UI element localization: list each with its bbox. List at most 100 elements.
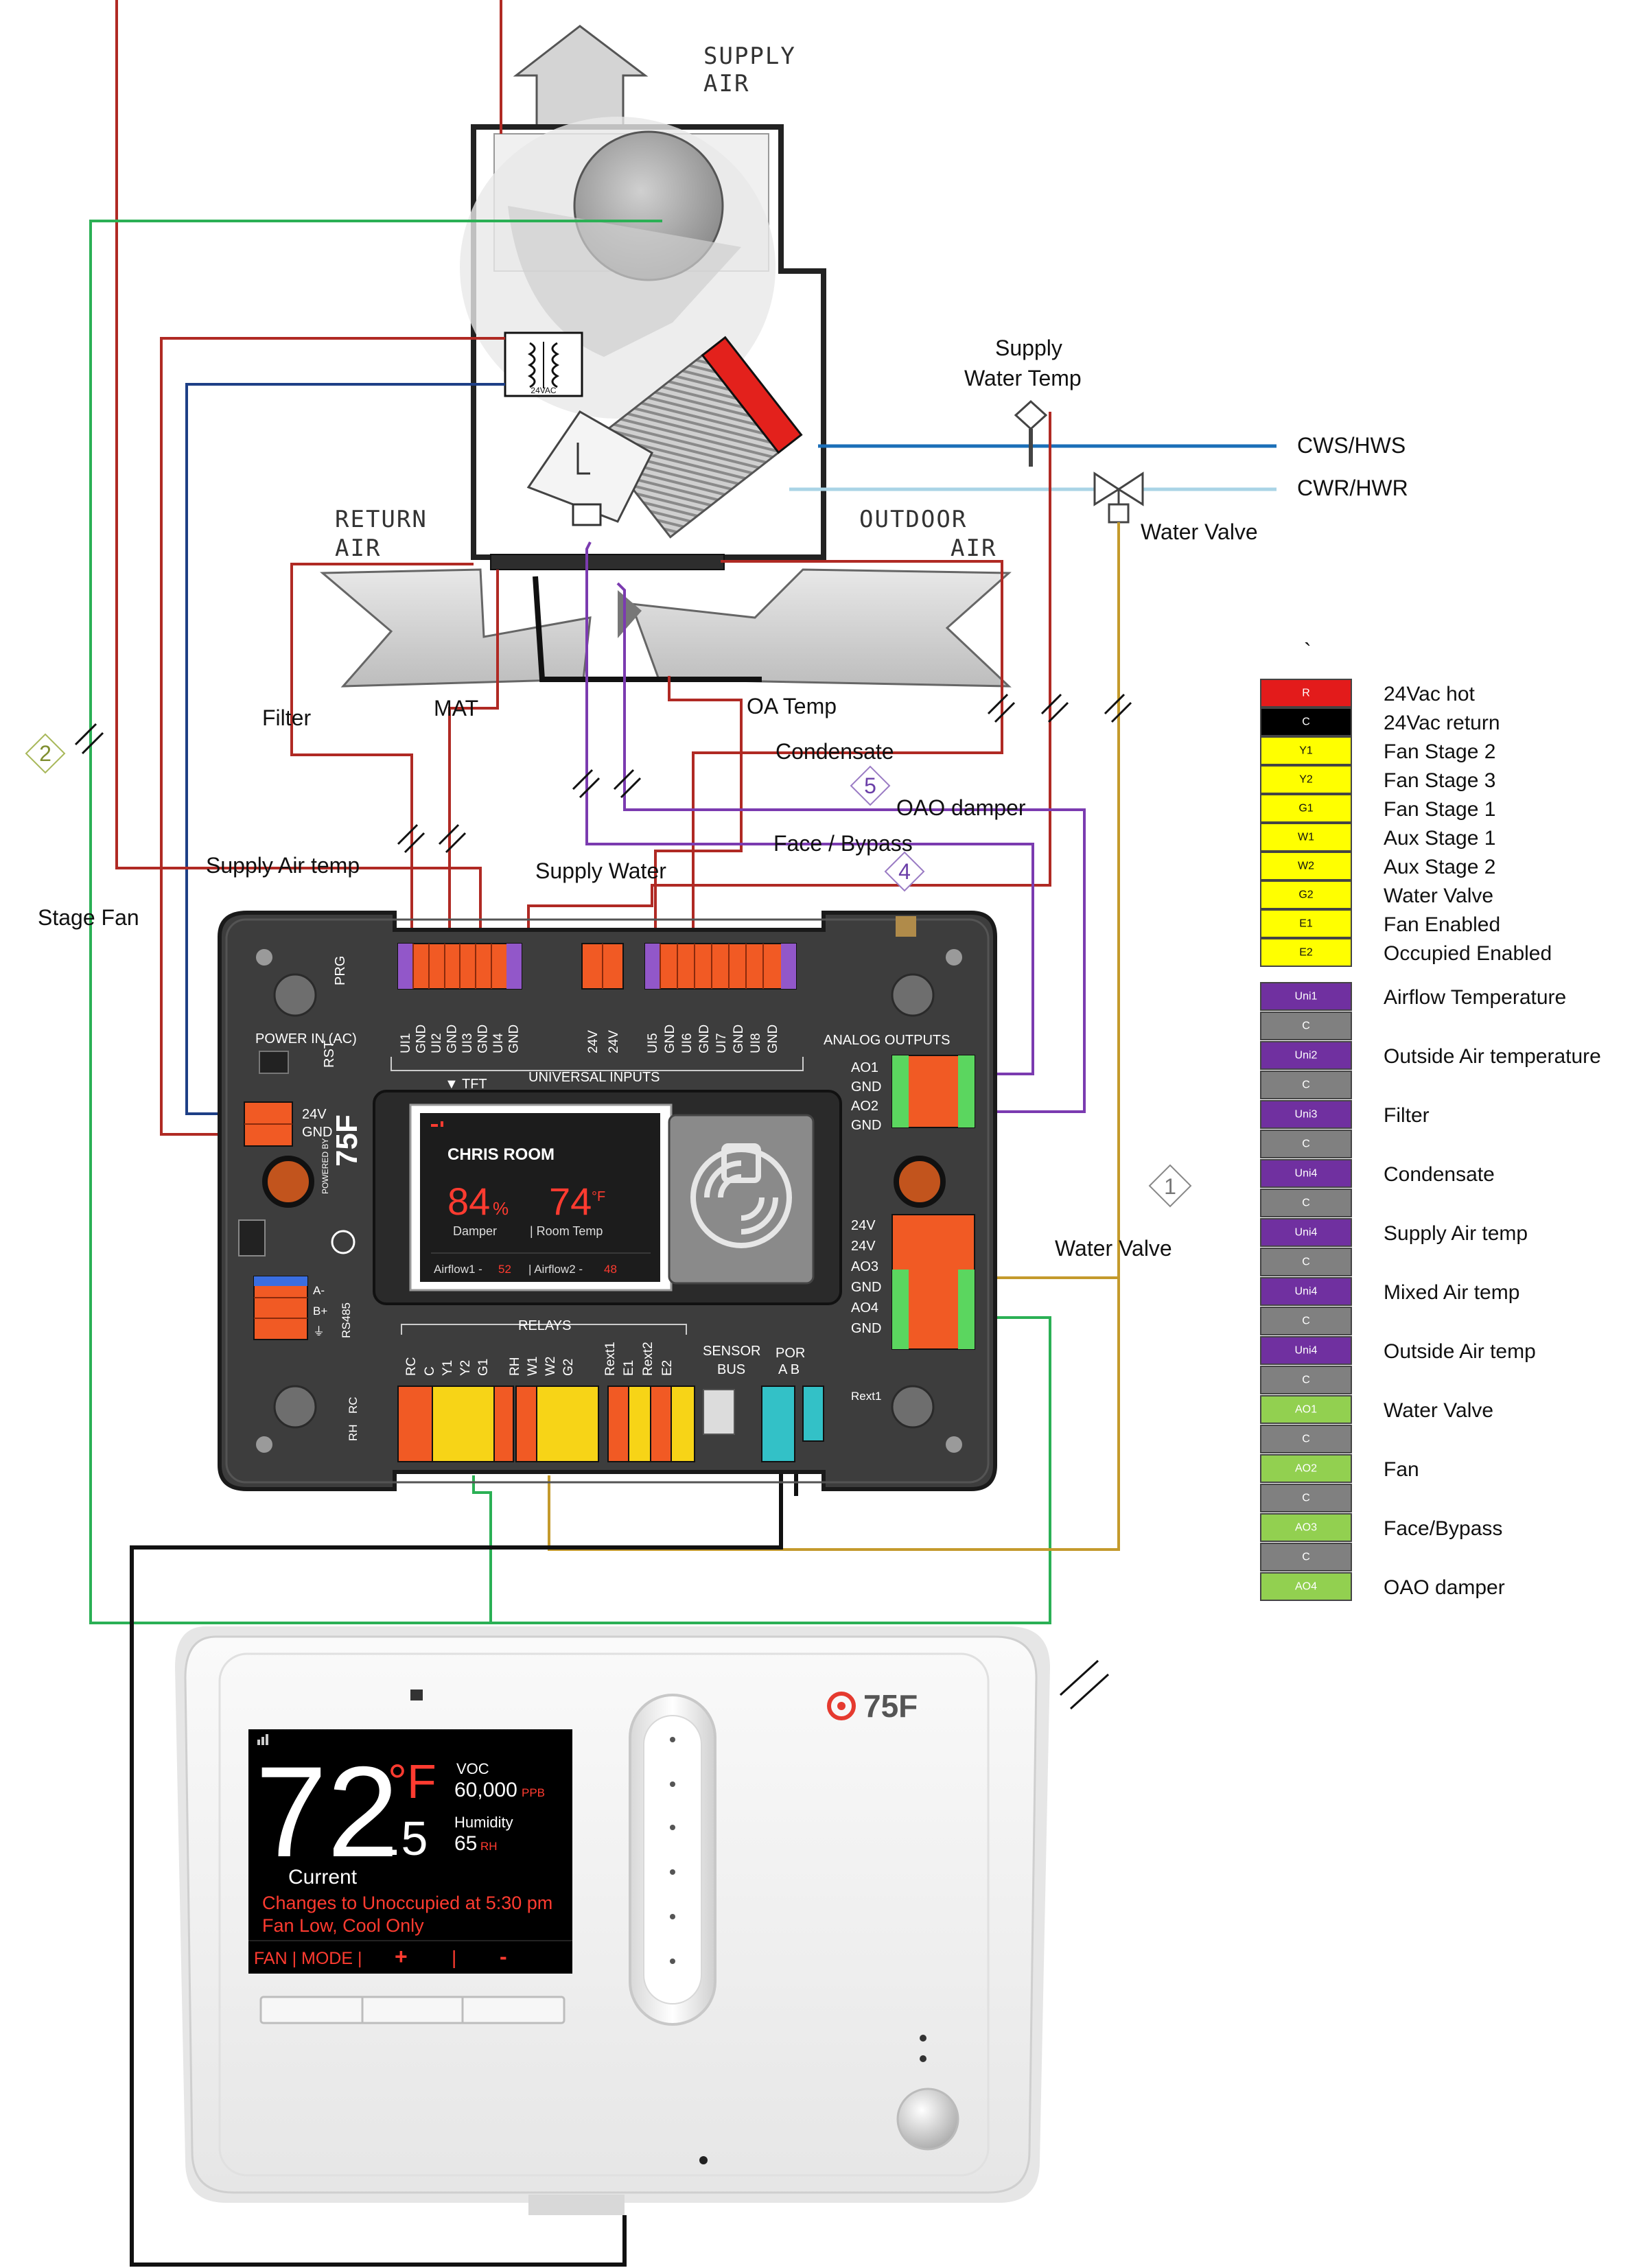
legend-description: Face/Bypass (1384, 1517, 1502, 1540)
diamond-5: 5 (850, 765, 891, 806)
thermostat-message-2: Fan Low, Cool Only (262, 1915, 424, 1936)
thermostat-plus-button[interactable]: + (395, 1944, 408, 1969)
legend-code: W2 (1298, 861, 1314, 872)
screen-damper-unit: % (493, 1198, 509, 1219)
label-supply-water-temp-1: Supply (995, 336, 1062, 360)
legend-code: C (1302, 1197, 1310, 1209)
board-ao-pin-label: GND (851, 1079, 881, 1095)
board-pin-label: UI4 (491, 1033, 506, 1053)
legend-row: C (1260, 1366, 1352, 1394)
legend-code: R (1302, 688, 1310, 699)
label-oa-temp: OA Temp (747, 694, 837, 718)
board-screen-content: CHRIS ROOM 84 % 74 °F Damper | Room Temp… (431, 1145, 651, 1276)
board-relay-pin-label: G1 (476, 1359, 491, 1376)
legend-code: Y1 (1299, 745, 1313, 757)
legend-swatch (1260, 909, 1352, 938)
thermostat-brand: 75F (863, 1688, 918, 1724)
legend-description: Supply Air temp (1384, 1222, 1528, 1245)
board-ao-pin-label: GND (851, 1118, 881, 1133)
label-supply-water-temp-2: Water Temp (964, 366, 1082, 390)
board-brand-side: 75F (330, 1114, 364, 1167)
legend-swatch (1260, 765, 1352, 794)
legend-swatch (1260, 1513, 1352, 1542)
thermostat-footer-mode[interactable]: FAN | MODE | (254, 1949, 362, 1968)
legend-row: C (1260, 1425, 1352, 1453)
board-relay-pin-label: Y1 (441, 1360, 455, 1376)
legend-swatch (1260, 1189, 1352, 1217)
legend-swatch (1260, 852, 1352, 880)
board-relay-pin-label: E1 (622, 1360, 636, 1376)
legend-code: Uni4 (1295, 1345, 1318, 1357)
legend-row: C (1260, 1071, 1352, 1099)
legend-swatch (1260, 1100, 1352, 1129)
board-ao-pin-label: GND (851, 1321, 881, 1336)
screen-airflow2-value: 48 (604, 1263, 617, 1276)
outdoor-air-flow (629, 568, 1012, 688)
screen-damper-value: 84 (447, 1180, 490, 1223)
board-pin-label: UI8 (749, 1033, 763, 1053)
sensor-grille-icon (690, 1143, 792, 1248)
board-powered-by: POWERED BY (320, 1138, 330, 1194)
thermostat-minus-button[interactable]: - (500, 1944, 507, 1969)
svg-text:1: 1 (1164, 1174, 1176, 1199)
board-pin-label: UI7 (714, 1033, 729, 1053)
legend-swatch (1260, 1395, 1352, 1424)
thermostat-brand-logo: 75F (827, 1688, 918, 1724)
legend-code: E1 (1299, 918, 1313, 930)
legend-description: Aux Stage 1 (1384, 827, 1495, 850)
legend-code: C (1302, 1375, 1310, 1386)
water-valve-symbol (1093, 471, 1144, 524)
slider-dots (670, 1737, 675, 1964)
board-left-pin-rc: RC (347, 1396, 360, 1414)
legend-code: Uni1 (1295, 991, 1318, 1003)
legend-code: C (1302, 1079, 1310, 1091)
label-cwr-hwr: CWR/HWR (1297, 476, 1408, 500)
board-ao-pin-label: AO1 (851, 1060, 878, 1075)
water-pipes (789, 399, 1277, 524)
legend-code: G2 (1298, 889, 1313, 901)
legend-swatch (1260, 1336, 1352, 1365)
legend-swatch (1260, 1218, 1352, 1247)
legend-swatch (1260, 679, 1352, 708)
legend-description: OAO damper (1384, 1576, 1505, 1599)
legend-row: C (1260, 1543, 1352, 1571)
supply-air-label-1: SUPPLY (703, 43, 796, 70)
board-pin-label: GND (766, 1025, 780, 1053)
legend-description: Outside Air temperature (1384, 1045, 1601, 1068)
svg-text:2: 2 (39, 741, 51, 766)
board-universal-inputs: UNIVERSAL INPUTS (528, 1070, 660, 1085)
board-relays: RELAYS (518, 1318, 571, 1333)
legend-description: Aux Stage 2 (1384, 856, 1495, 878)
legend-code: Uni3 (1295, 1109, 1318, 1121)
legend-row: C (1260, 1189, 1352, 1217)
board-pin-label: GND (507, 1025, 522, 1053)
legend-swatch (1260, 1248, 1352, 1276)
legend-code: Y2 (1299, 774, 1313, 786)
board-ao-pin-label: 24V (851, 1218, 876, 1233)
legend-row: C (1260, 1130, 1352, 1158)
legend-description: Fan Stage 3 (1384, 769, 1495, 792)
label-mat: MAT (434, 696, 478, 721)
board-power-in: POWER IN (AC) (255, 1031, 357, 1047)
thermostat-humidity-unit: RH (480, 1840, 498, 1853)
legend-code: C (1302, 1552, 1310, 1563)
legend-code: C (1302, 1020, 1310, 1032)
screen-damper-label: Damper (453, 1224, 497, 1238)
legend-code: AO4 (1295, 1581, 1317, 1593)
board-ao-pin-label: AO4 (851, 1300, 878, 1316)
board-relay-pin-label: RH (508, 1357, 522, 1376)
board-relay-pin-label: Y2 (458, 1360, 473, 1376)
top-connector-block-b (644, 943, 797, 990)
thermostat-button-row (259, 1996, 566, 2024)
